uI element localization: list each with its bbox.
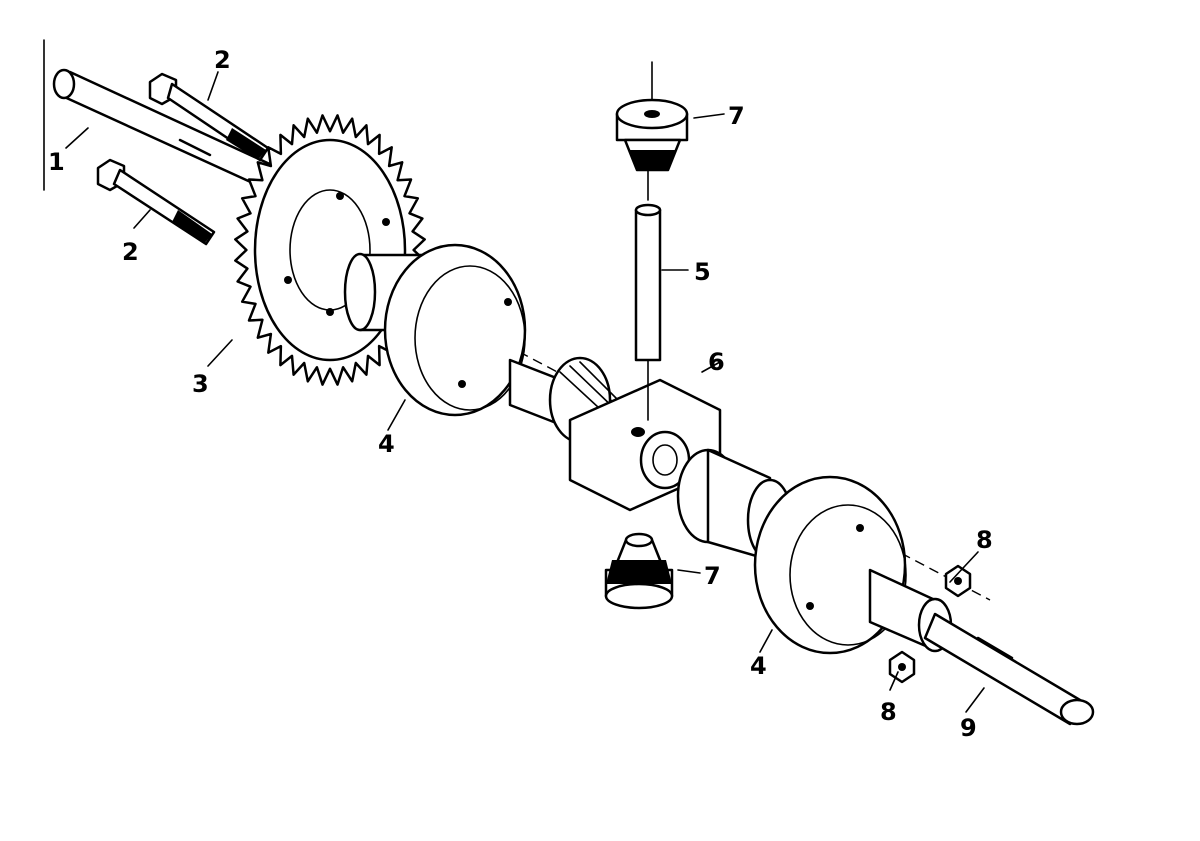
pinion-gear-upper [615,61,689,172]
callout-3: 3 [192,370,209,398]
callout-2-lower: 2 [122,238,139,266]
callout-4-right: 4 [750,652,767,680]
housing-left [343,243,527,417]
callout-9: 9 [960,714,977,742]
callout-7-upper: 7 [728,102,745,130]
callout-7-lower: 7 [704,562,721,590]
callout-6: 6 [708,348,725,376]
callout-5: 5 [694,258,711,286]
bolt-lower [96,158,216,246]
bolt-upper [148,72,270,162]
axle-shaft-right [923,612,1095,726]
nut-lower [888,650,916,684]
leader-lines [65,71,985,713]
pinion-gear-lower [604,532,674,610]
cross-pin [634,169,662,421]
callout-8-lower: 8 [880,698,897,726]
callout-2-upper: 2 [214,46,231,74]
callout-8-upper: 8 [976,526,993,554]
housing-right [753,475,953,655]
callout-1: 1 [48,148,65,176]
nut-upper [944,564,972,598]
callout-4-left: 4 [378,430,395,458]
